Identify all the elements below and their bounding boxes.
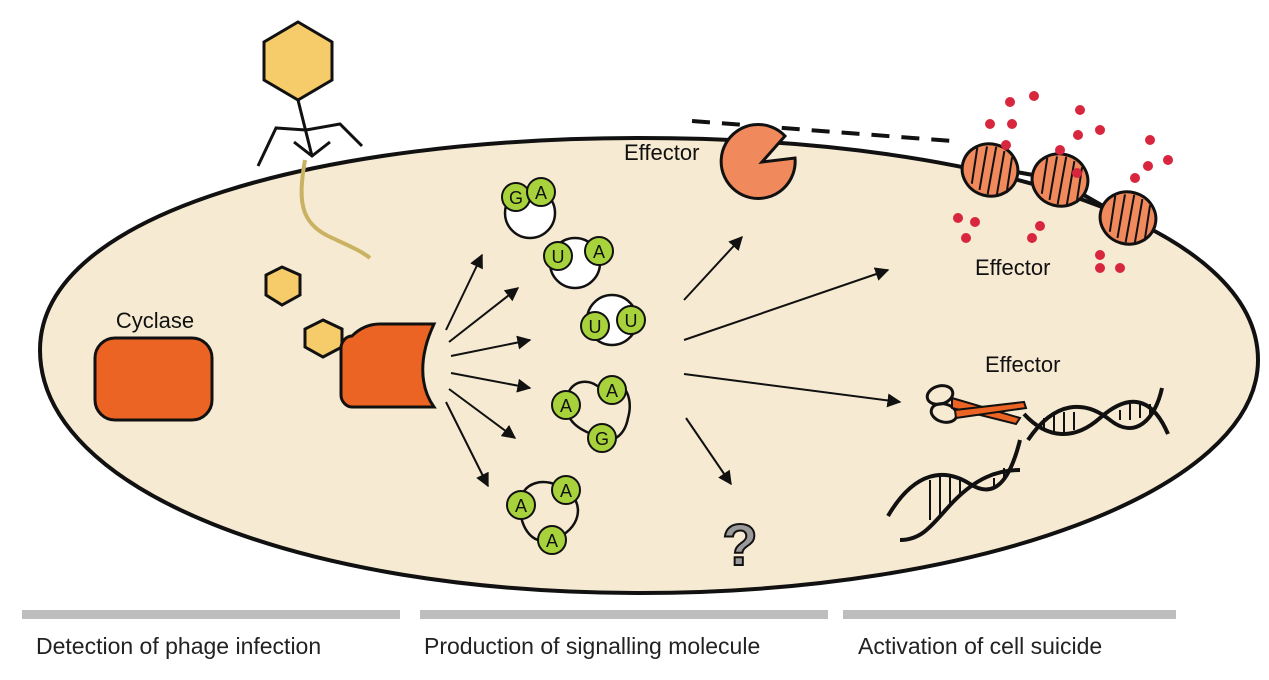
molecule-aag: A A G — [551, 375, 631, 453]
stage-bar-activation — [843, 610, 1176, 619]
molecule-ua: U A — [543, 236, 614, 290]
cyclase-inactive — [93, 336, 214, 422]
phage-dna — [299, 159, 372, 260]
nucleotide — [526, 177, 556, 207]
phage-leg-left — [256, 126, 307, 167]
pore-unit — [960, 142, 1020, 198]
unknown-effector: ? — [722, 513, 757, 578]
base-letter: A — [515, 496, 527, 516]
bacterial-cell — [37, 135, 1261, 596]
phage-particle — [303, 318, 344, 359]
phage-head — [262, 20, 334, 102]
stage-label-activation: Activation of cell suicide — [858, 633, 1103, 659]
nucleotide — [537, 525, 567, 555]
nucleotide — [616, 305, 646, 335]
nucleotide — [597, 375, 627, 405]
nucleotide — [551, 475, 581, 505]
base-letter: A — [593, 242, 605, 262]
base-letter: A — [560, 396, 572, 416]
scissors-icon — [925, 384, 1028, 426]
phage — [256, 20, 372, 260]
phage-foot — [293, 140, 331, 158]
base-letter: U — [552, 247, 565, 267]
effector-protease — [719, 122, 797, 200]
stage-bar-production — [420, 610, 828, 619]
cyclase-label: Cyclase — [116, 308, 194, 333]
nucleotide — [506, 490, 536, 520]
base-letter: U — [625, 311, 638, 331]
base-letter: G — [595, 429, 609, 449]
base-letter: G — [509, 188, 523, 208]
effector-arrows — [683, 235, 902, 486]
nucleotide — [587, 423, 617, 453]
effector-label-nuclease: Effector — [985, 352, 1060, 377]
nucleotide — [551, 390, 581, 420]
stage-bar-detection — [22, 610, 400, 619]
nucleotide — [543, 241, 573, 271]
base-letter: A — [606, 381, 618, 401]
cyclase-arrows — [445, 253, 532, 488]
cyclase-active — [339, 322, 437, 409]
effector-label-protease: Effector — [624, 140, 699, 165]
base-letter: A — [546, 531, 558, 551]
pore-unit — [1098, 190, 1158, 246]
nucleotide — [584, 236, 614, 266]
pore-unit — [1030, 152, 1090, 208]
base-letter: A — [560, 481, 572, 501]
effector-label-pore: Effector — [975, 255, 1050, 280]
base-letter: A — [535, 183, 547, 203]
ions — [953, 91, 1173, 273]
base-letter: U — [589, 317, 602, 337]
stage-label-production: Production of signalling molecule — [424, 633, 761, 659]
molecule-ga: G A — [501, 177, 557, 240]
phage-leg-right — [305, 122, 364, 148]
dna-rungs — [929, 402, 1151, 520]
membrane-dashed — [691, 119, 953, 143]
molecule-uu: U U — [580, 293, 646, 347]
stage-label-detection: Detection of phage infection — [36, 633, 322, 659]
phage-particle — [264, 265, 302, 307]
nucleotide — [580, 311, 610, 341]
molecule-aaa: A A A — [506, 475, 581, 555]
effector-pore — [960, 142, 1158, 246]
